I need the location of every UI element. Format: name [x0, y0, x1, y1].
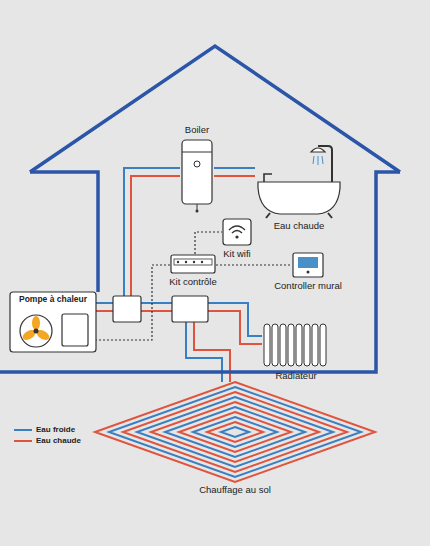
heat-pump [10, 292, 96, 352]
node-label: Pompe à chaleur [19, 295, 87, 304]
floor-pipe-loop [123, 392, 347, 472]
radiator-fin [288, 324, 294, 366]
signal-line [195, 232, 222, 254]
pipe-connector [216, 265, 292, 266]
radiator-fin [312, 324, 318, 366]
legend-row: Eau froide [14, 424, 81, 435]
floor-heating-node: Chauffage au sol [95, 382, 375, 482]
boiler-tank [182, 140, 212, 213]
legend-text: Eau chaude [36, 436, 81, 445]
wifi-kit [223, 219, 251, 245]
junction-box [113, 296, 208, 322]
legend-line [14, 427, 32, 433]
node-label: Eau chaude [274, 221, 325, 231]
heat-pump-node: Pompe à chaleur [10, 292, 96, 352]
radiator-fin [296, 324, 302, 366]
signal-line [96, 265, 170, 340]
legend: Eau froideEau chaude [14, 424, 81, 446]
legend-row: Eau chaude [14, 435, 81, 446]
node-label: Kit contrôle [169, 277, 217, 287]
radiator-fin [272, 324, 278, 366]
floor-pipe-loop [137, 397, 333, 467]
node-label: Controller mural [274, 281, 342, 291]
floor-pipe-loop [179, 412, 291, 452]
control-kit [171, 255, 215, 273]
floor-spiral [95, 382, 375, 482]
legend-text: Eau froide [36, 425, 75, 434]
bath-node: Eau chaude [255, 140, 343, 218]
node-label: Boiler [185, 125, 209, 135]
floor-pipe-loop [151, 402, 319, 462]
pipe-line [214, 175, 255, 177]
pipe-connector [96, 265, 170, 340]
floor-pipe-loop [207, 422, 263, 442]
wifi-node: Kit wifi [222, 218, 252, 246]
floor-pipe-loop [221, 427, 249, 437]
controller-node: Controller mural [292, 252, 324, 278]
pipe-connector [214, 168, 255, 176]
legend-line [14, 438, 32, 444]
radiator [264, 324, 326, 366]
wall-controller [293, 253, 323, 277]
signal-line [216, 264, 292, 265]
control-node: Kit contrôle [170, 254, 216, 274]
pipe-line [96, 168, 180, 303]
radiator-fin [304, 324, 310, 366]
pipe-connector [195, 232, 222, 254]
pipe-connector [96, 168, 180, 311]
bathtub [258, 146, 340, 218]
node-label: Chauffage au sol [199, 485, 271, 495]
pipe-line [96, 176, 180, 311]
radiator-fin [320, 324, 326, 366]
radiator-node: Radiateur [262, 322, 330, 368]
boiler-node: Boiler [180, 138, 214, 206]
floor-pipe-loop [95, 382, 375, 482]
radiator-fin [264, 324, 270, 366]
floor-pipe-loop [109, 387, 361, 477]
floor-pipe-loop [165, 407, 305, 457]
floor-pipe-loop [193, 417, 277, 447]
radiator-fin [280, 324, 286, 366]
node-label: Kit wifi [223, 249, 250, 259]
node-label: Radiateur [275, 371, 316, 381]
house-outline [0, 46, 400, 372]
pipe-line [214, 167, 255, 169]
